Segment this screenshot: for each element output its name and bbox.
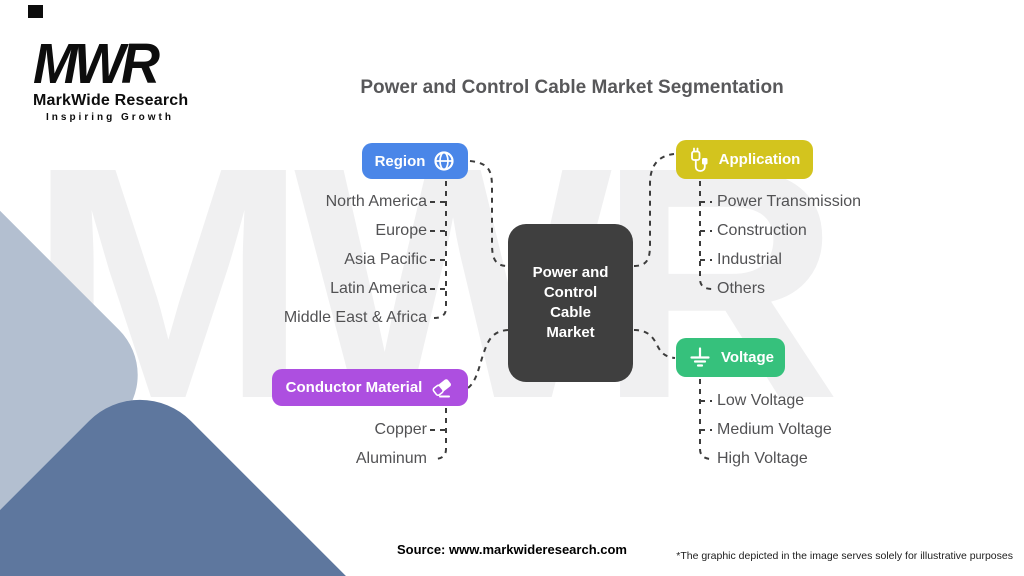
branch-node-region: Region [362, 143, 468, 179]
segment-item: North America [325, 193, 427, 210]
central-node-line: Cable [550, 304, 591, 321]
logo-tagline: Inspiring Growth [46, 112, 174, 123]
segment-item: Construction [717, 222, 807, 239]
globe-icon [433, 150, 455, 172]
branch-label-voltage: Voltage [720, 349, 775, 366]
branch-label-region: Region [374, 152, 426, 170]
ground-icon [687, 345, 713, 371]
logo-monogram: MWR [33, 32, 160, 96]
branch-node-conductor-material: Conductor Material [272, 369, 468, 406]
central-node-line: Control [543, 284, 598, 301]
branch-node-voltage: Voltage [676, 338, 785, 377]
logo-name: MarkWide Research [33, 92, 189, 109]
segment-item: Medium Voltage [717, 421, 832, 438]
segment-item: Middle East & Africa [283, 309, 427, 326]
cable-icon [689, 147, 711, 173]
segment-item: Latin America [330, 280, 427, 297]
segment-item: Others [717, 280, 766, 297]
branch-label-application: Application [718, 151, 801, 168]
eraser-icon [430, 376, 454, 400]
segment-item: Aluminum [355, 450, 427, 467]
segment-item: Low Voltage [717, 392, 805, 409]
segment-item: Power Transmission [717, 193, 862, 210]
segment-item: High Voltage [717, 450, 808, 467]
branch-node-application: Application [676, 140, 813, 179]
logo: MWR MarkWide Research Inspiring Growth [33, 36, 188, 123]
central-node-line: Power and [532, 264, 609, 281]
segment-item: Europe [375, 222, 427, 239]
segment-item: Asia Pacific [344, 251, 427, 268]
segment-item: Copper [374, 421, 427, 438]
central-node-line: Market [546, 324, 595, 341]
branch-label-conductor-material: Conductor Material [285, 379, 423, 396]
central-node: Power and Control Cable Market [508, 224, 633, 382]
deco-black-square [28, 5, 43, 18]
footer-disclaimer: *The graphic depicted in the image serve… [676, 550, 1013, 562]
segment-item: Industrial [717, 251, 782, 268]
footer-source: Source: www.markwideresearch.com [396, 542, 627, 557]
page-title: Power and Control Cable Market Segmentat… [360, 77, 784, 98]
